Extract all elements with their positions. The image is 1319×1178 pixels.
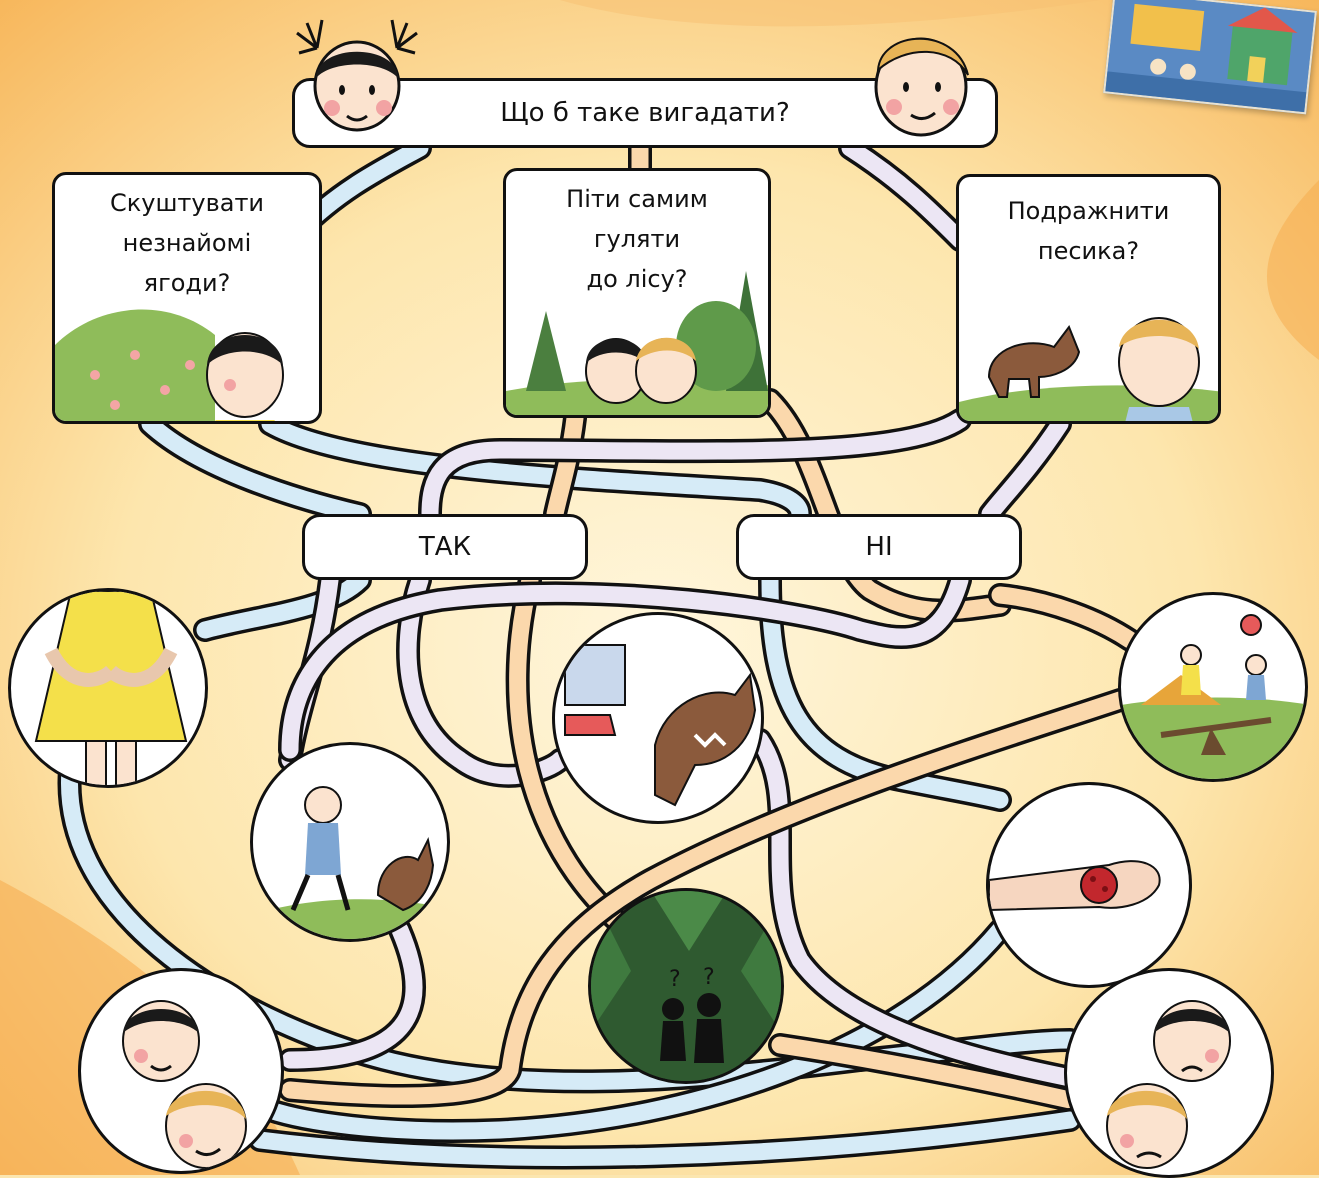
maze-path-15 <box>991 586 1139 649</box>
outcome-children-playing-ball-icon <box>1118 592 1308 782</box>
svg-text:?: ? <box>669 967 681 992</box>
berries-girl-illustration <box>55 309 284 421</box>
svg-text:?: ? <box>703 965 715 990</box>
maze-path-4 <box>261 415 809 523</box>
maze-path-13 <box>761 571 1009 809</box>
boy-face-icon <box>874 37 969 137</box>
question-box-dog: Подражнити песика? <box>956 174 1221 424</box>
outcome-hand-with-berry-icon <box>986 782 1192 988</box>
outcome-lost-in-forest-icon: ? ? <box>588 888 784 1084</box>
question-box-berries: Скуштувати незнайомі ягоди? <box>52 172 322 424</box>
book-cover-thumbnail <box>1103 0 1317 115</box>
maze-path-8 <box>981 415 1069 523</box>
background-swoosh-right <box>1266 180 1319 360</box>
question-label-dog: Подражнити песика? <box>1007 197 1170 265</box>
outcome-sad-children-icon <box>1064 968 1274 1178</box>
question-label-forest: Піти самим гуляти до лісу? <box>566 185 708 293</box>
forest-children-illustration <box>506 271 768 415</box>
answer-yes-box: ТАК <box>302 514 588 580</box>
maze-path-22 <box>251 1111 1079 1166</box>
maze-path-20 <box>281 691 1129 1105</box>
maze-path-17 <box>261 921 1009 1140</box>
maze-path-5 <box>546 409 584 523</box>
background-swoosh-top <box>560 0 1100 27</box>
outcome-happy-children-icon <box>78 968 284 1174</box>
outcome-dog-biting-icon <box>552 612 764 824</box>
answer-no-box: НІ <box>736 514 1022 580</box>
maze-path-7 <box>421 411 969 523</box>
outcome-boy-walking-past-dog-icon <box>250 742 450 942</box>
maze-path-21 <box>771 1036 1079 1109</box>
maze-path-14 <box>281 571 969 759</box>
dog-boy-illustration <box>959 317 1218 421</box>
question-label-berries: Скуштувати незнайомі ягоди? <box>109 189 265 297</box>
question-box-forest: Піти самим гуляти до лісу? <box>503 168 771 418</box>
maze-path-19 <box>751 731 1089 1089</box>
girl-face-icon <box>296 19 418 132</box>
maze-path-9 <box>196 571 369 639</box>
maze-path-3 <box>141 415 369 523</box>
maze-path-2 <box>841 139 969 249</box>
title-label: Що б таке вигадати? <box>500 98 790 128</box>
maze-path-18 <box>281 921 423 1069</box>
outcome-stomach-ache-icon <box>8 588 208 788</box>
